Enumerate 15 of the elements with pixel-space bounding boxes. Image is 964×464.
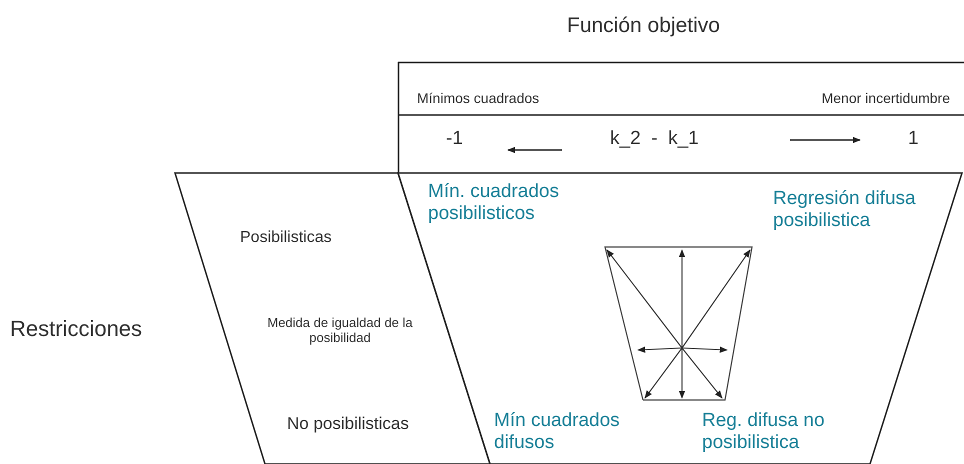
method-label: Mín cuadrados difusos [494,410,621,455]
constraint-label: Posibilisticas [240,229,332,248]
constraint-label: Medida de igualdad de la posibilidad [266,315,414,346]
method-label: Regresión difusa posibilistica [773,188,917,233]
method-label: Reg. difusa no posibilistica [702,410,826,455]
scale-end-label: Mínimos cuadrados [417,90,540,107]
scale-value: 1 [908,128,919,150]
scale-formula: k_2 - k_1 [610,128,699,150]
method-label: Mín. cuadrados posibilisticos [428,181,560,226]
scale-end-label: Menor incertidumbre [820,90,950,107]
axis-title: Restricciones [10,316,142,342]
constraint-label: No posibilisticas [287,414,409,434]
axis-title: Función objetivo [567,14,720,38]
objective-box [398,62,964,173]
scale-value: -1 [446,128,463,150]
